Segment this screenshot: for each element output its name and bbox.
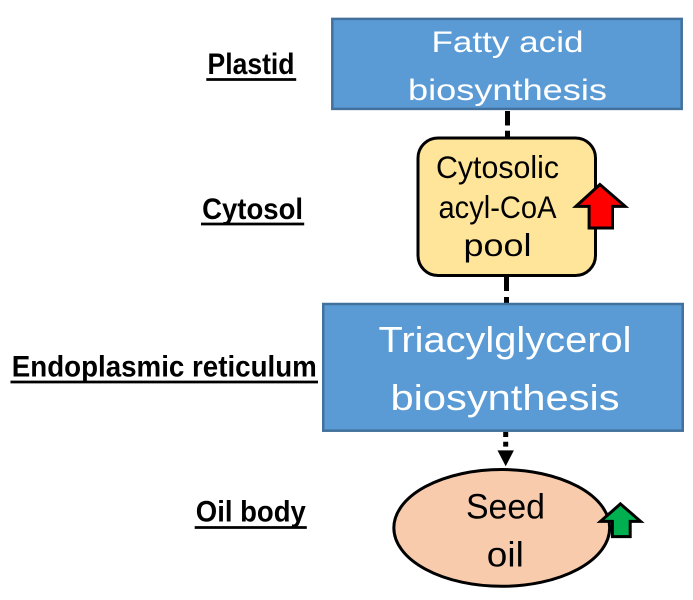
svg-text:oil: oil [487, 536, 524, 575]
svg-text:Endoplasmic reticulum: Endoplasmic reticulum [12, 350, 317, 383]
svg-text:biosynthesis: biosynthesis [391, 377, 620, 418]
svg-text:Cytosolic: Cytosolic [436, 149, 559, 185]
svg-text:Fatty acid: Fatty acid [432, 26, 584, 59]
svg-text:Seed: Seed [466, 488, 545, 527]
svg-text:Cytosol: Cytosol [202, 193, 303, 226]
svg-text:biosynthesis: biosynthesis [408, 74, 607, 107]
svg-text:acyl-CoA: acyl-CoA [439, 189, 557, 225]
svg-text:Triacylglycerol: Triacylglycerol [379, 319, 632, 360]
svg-text:Oil body: Oil body [196, 495, 306, 528]
svg-text:Plastid: Plastid [208, 48, 295, 81]
svg-text:pool: pool [464, 227, 532, 263]
